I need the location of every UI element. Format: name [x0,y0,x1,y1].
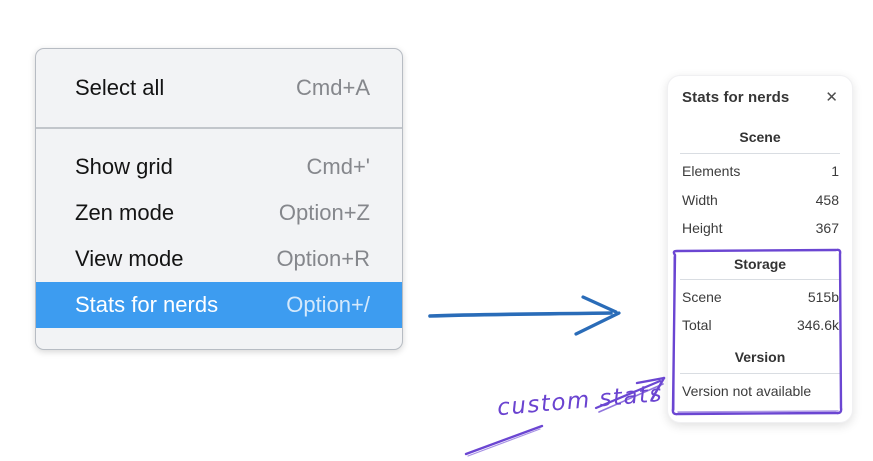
stat-row-elements: Elements 1 [668,157,852,186]
stats-panel: Stats for nerds ✕ Scene Elements 1 Width… [667,75,853,423]
menu-item-select-all[interactable]: Select all Cmd+A [36,65,402,111]
version-note: Version not available [682,382,812,399]
stat-label: Width [682,191,718,208]
stat-row-height: Height 367 [668,214,852,243]
menu-item-shortcut: Option+/ [286,291,370,317]
menu-item-label: View mode [75,245,184,271]
section-header-scene: Scene [739,129,781,145]
menu-separator [36,127,402,129]
stat-value: 458 [815,191,839,208]
stat-label: Total [682,317,712,333]
menu-item-stats-for-nerds[interactable]: Stats for nerds Option+/ [36,281,402,328]
menu-item-show-grid[interactable]: Show grid Cmd+' [36,144,402,190]
section-divider [680,278,840,280]
section-header-storage: Storage [733,255,787,272]
close-icon[interactable]: ✕ [825,89,838,106]
menu-item-shortcut: Option+Z [278,199,370,225]
section-divider [680,153,840,154]
menu-item-label: Select all [75,75,165,100]
menu-item-shortcut: Cmd+' [306,153,371,179]
menu-item-shortcut: Cmd+A [296,75,370,100]
stat-value: 515b [807,288,839,305]
stat-value: 1 [831,163,839,179]
stat-label: Scene [682,288,722,305]
menu-item-label: Stats for nerds [75,291,219,317]
blue-arrow [428,295,621,336]
stat-value: 346.6k [796,317,839,333]
section-header-version: Version [734,348,786,365]
stat-row-storage-scene: Scene 515b [668,283,852,312]
menu-item-zen-mode[interactable]: Zen mode Option+Z [36,190,402,236]
menu-item-label: Zen mode [75,199,175,225]
menu-item-view-mode[interactable]: View mode Option+R [36,236,402,282]
annotation-custom-stats-label: custom stats [496,380,664,422]
context-menu: Select all Cmd+A Show grid Cmd+' Zen mod… [35,48,403,350]
menu-item-shortcut: Option+R [276,245,370,271]
stats-panel-title: Stats for nerds [682,89,790,106]
stat-value: 367 [815,220,839,236]
stat-row-storage-total: Total 346.6k [668,311,852,340]
stat-label: Elements [682,163,741,179]
menu-item-label: Show grid [75,153,173,179]
stat-label: Height [682,220,723,236]
stat-row-width: Width 458 [668,186,852,215]
